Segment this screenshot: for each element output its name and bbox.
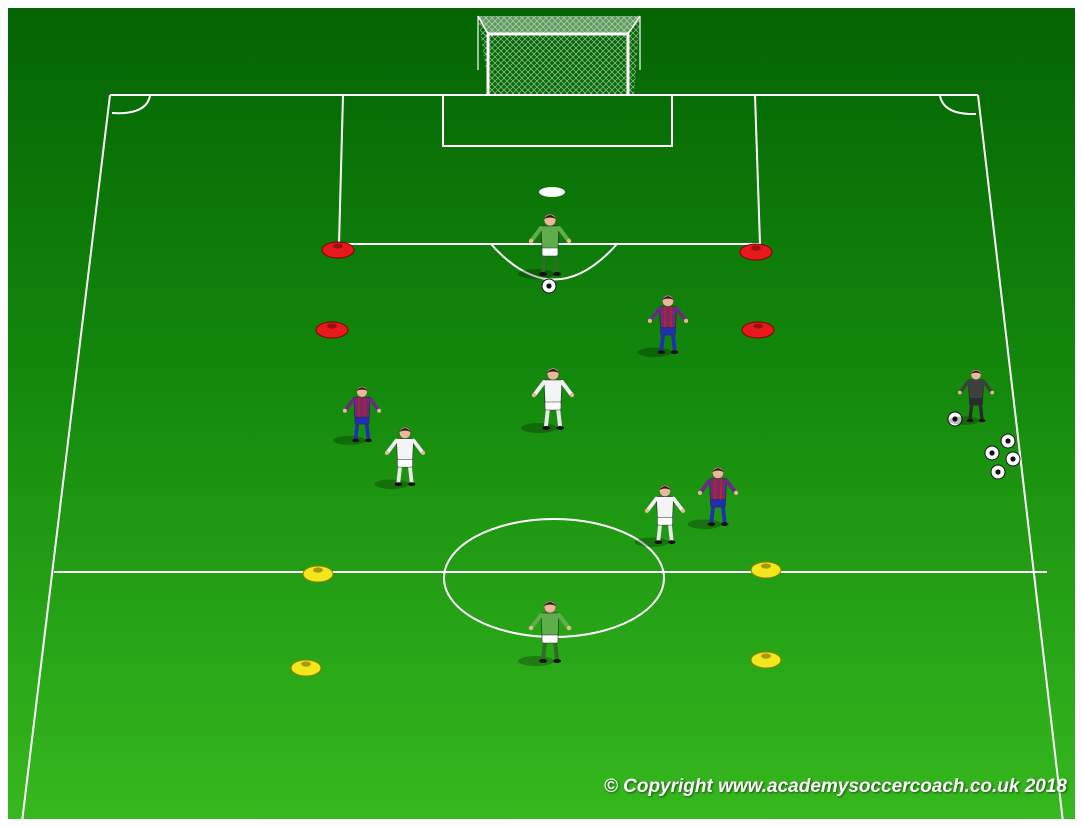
soccer-ball: [991, 465, 1005, 479]
yellow-cone: [751, 562, 781, 578]
penalty-spot-disc: [539, 187, 565, 197]
soccer-ball: [1001, 434, 1015, 448]
goal: [478, 16, 640, 96]
red-cone: [740, 244, 772, 260]
soccer-ball: [1006, 452, 1020, 466]
soccer-ball: [985, 446, 999, 460]
red-cone: [322, 242, 354, 258]
soccer-ball: [542, 279, 556, 293]
grass: [8, 8, 1075, 819]
yellow-cone: [291, 660, 321, 676]
yellow-cone: [303, 566, 333, 582]
red-cone: [742, 322, 774, 338]
copyright-notice: © Copyright www.academysoccercoach.co.uk…: [604, 776, 1067, 798]
red-cone: [316, 322, 348, 338]
yellow-cone: [751, 652, 781, 668]
